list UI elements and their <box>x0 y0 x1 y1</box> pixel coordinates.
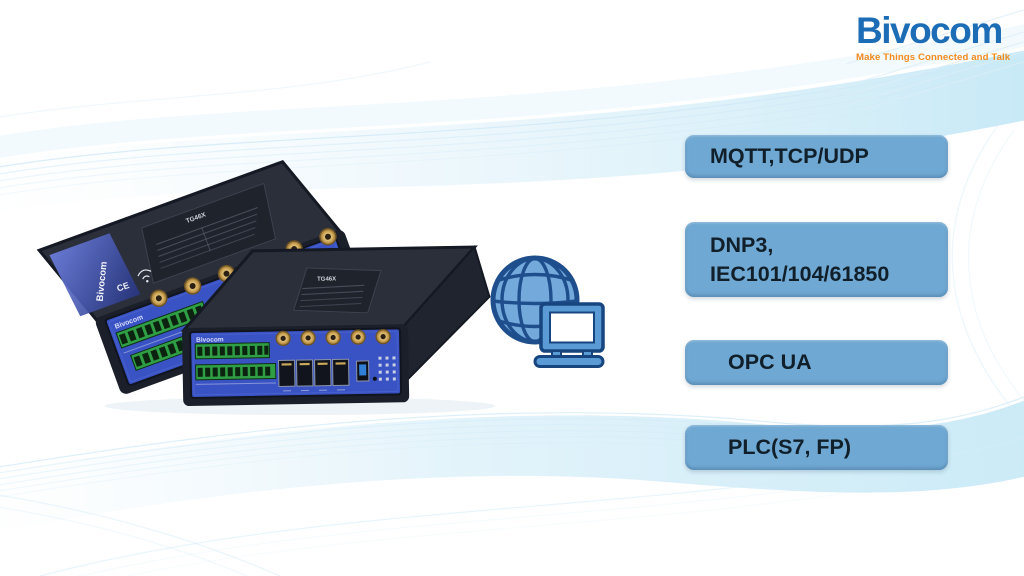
device-spec-label: TG46X <box>141 182 277 284</box>
logo-brand-text: Bivocom <box>856 10 1003 51</box>
panel-brand-text: Bivocom <box>196 336 224 343</box>
device-brand-sticker <box>49 233 141 317</box>
wifi-icon <box>137 269 152 280</box>
antenna-connectors <box>275 328 391 347</box>
terminal-block-rows <box>194 342 277 385</box>
bivocom-logo: Bivocom Make Things Connected and Talk <box>856 10 1016 63</box>
protocol-label-dnp3-iec[interactable]: DNP3, IEC101/104/61850 <box>685 222 948 297</box>
device-model-text: TG46X <box>317 276 336 282</box>
ethernet-ports <box>278 358 350 392</box>
protocol-label-text: OPC UA <box>728 350 812 374</box>
protocol-label-text: PLC(S7, FP) <box>728 435 852 459</box>
protocol-label-opc-ua[interactable]: OPC UA <box>685 340 948 385</box>
computer-icon <box>533 302 605 368</box>
reset-hole <box>372 376 377 381</box>
device-spec-label: TG46X <box>292 267 382 314</box>
protocol-label-plc[interactable]: PLC(S7, FP) <box>685 425 948 470</box>
logo-tagline-text: Make Things Connected and Talk <box>856 51 1011 63</box>
router-device-right: TG46X Bivocom <box>180 245 491 407</box>
protocol-label-text-line1: DNP3, <box>710 233 774 258</box>
protocol-label-mqtt-tcp-udp[interactable]: MQTT,TCP/UDP <box>685 135 948 178</box>
protocol-label-text-line2: IEC101/104/61850 <box>710 261 890 286</box>
led-indicators <box>378 356 396 381</box>
protocol-label-text: MQTT,TCP/UDP <box>710 144 869 168</box>
ce-mark-text: CE <box>115 280 130 294</box>
device-brand-text: Bivocom <box>95 261 110 302</box>
